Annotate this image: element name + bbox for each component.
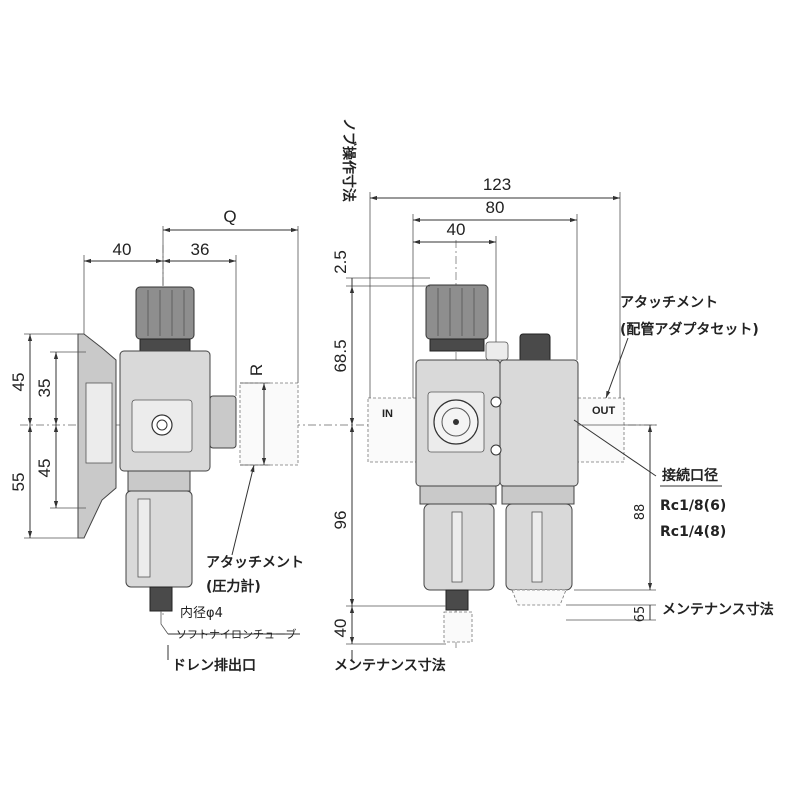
pressure-gauge-cap: [485, 341, 509, 361]
bracket-slot: [85, 382, 113, 464]
dim-width-80: 80: [486, 198, 505, 217]
lubricator-cap: [519, 333, 551, 363]
drain-valve: [149, 586, 173, 612]
dim-upper-height: 45: [9, 373, 28, 392]
dim-side-maint: 65: [633, 606, 648, 623]
label-attachment-gauge: アタッチメント: [206, 555, 304, 571]
dim-left-width: 40: [113, 240, 132, 259]
label-knob-dim: ノブ操作寸法: [340, 118, 357, 202]
dim-lower-height-right: 96: [331, 511, 350, 530]
gauge-attachment-outline: [239, 382, 299, 466]
right-front-view: IN OUT: [331, 118, 774, 674]
leader-adapter: [605, 337, 629, 399]
filter-bowl-window: [451, 511, 463, 583]
knob-lock-ring: [139, 338, 191, 352]
label-conn-1: Rc1/8(6): [660, 498, 726, 514]
dim-overall-width: 123: [483, 175, 511, 194]
dim-body-width: 36: [191, 240, 210, 259]
label-gauge: (圧力計): [206, 578, 261, 595]
port-hole: [151, 414, 173, 436]
label-drain: ドレン排出口: [172, 657, 256, 674]
bowl-window: [137, 498, 151, 578]
label-port-in: IN: [382, 408, 393, 420]
label-tube-type: ソフトナイロンチューブ: [176, 627, 296, 641]
lubricator-module: [499, 359, 579, 487]
gauge-adapter: [209, 395, 237, 449]
filter-bowl: [125, 490, 193, 588]
front-knob-lock: [429, 338, 485, 352]
dim-width-40: 40: [447, 220, 466, 239]
dim-knob-clearance: 2.5: [331, 250, 350, 274]
label-tube-dia: 内径φ4: [180, 605, 223, 621]
dim-lower-height: 55: [9, 473, 28, 492]
bowl-guard-top: [127, 470, 191, 492]
regulator-knob: [135, 286, 195, 340]
label-attachment: アタッチメント: [620, 295, 718, 311]
left-side-view: 40 36 Q 45 55 35 45 R アタッチメント (圧力計) 内径φ4…: [9, 207, 340, 674]
dim-q: Q: [223, 207, 236, 226]
dim-lower-inner: 45: [35, 459, 54, 478]
label-conn-2: Rc1/4(8): [660, 524, 726, 540]
dim-upper-height-right: 68.5: [331, 339, 350, 372]
lubricator-drain-outline: [511, 589, 567, 606]
maint-clearance-outline: [443, 611, 473, 643]
dim-r: R: [247, 364, 266, 376]
label-maint-bottom: メンテナンス寸法: [334, 657, 446, 674]
dim-maint-height: 40: [331, 619, 350, 638]
dim-side-height: 88: [633, 504, 648, 521]
label-connection-title: 接続口径: [662, 467, 718, 484]
label-adapter-set: (配管アダプタセット): [620, 321, 759, 338]
leader-connection: [573, 419, 657, 477]
in-adapter-outline: [367, 397, 417, 463]
out-adapter-outline: [577, 397, 625, 463]
lubricator-bowl-window: [531, 511, 543, 583]
dim-upper-inner: 35: [35, 379, 54, 398]
front-regulator-knob: [425, 284, 489, 340]
front-drain-valve: [445, 589, 469, 611]
leader-gauge: [231, 464, 255, 556]
label-port-out: OUT: [592, 405, 616, 417]
label-maint-right: メンテナンス寸法: [662, 601, 774, 618]
